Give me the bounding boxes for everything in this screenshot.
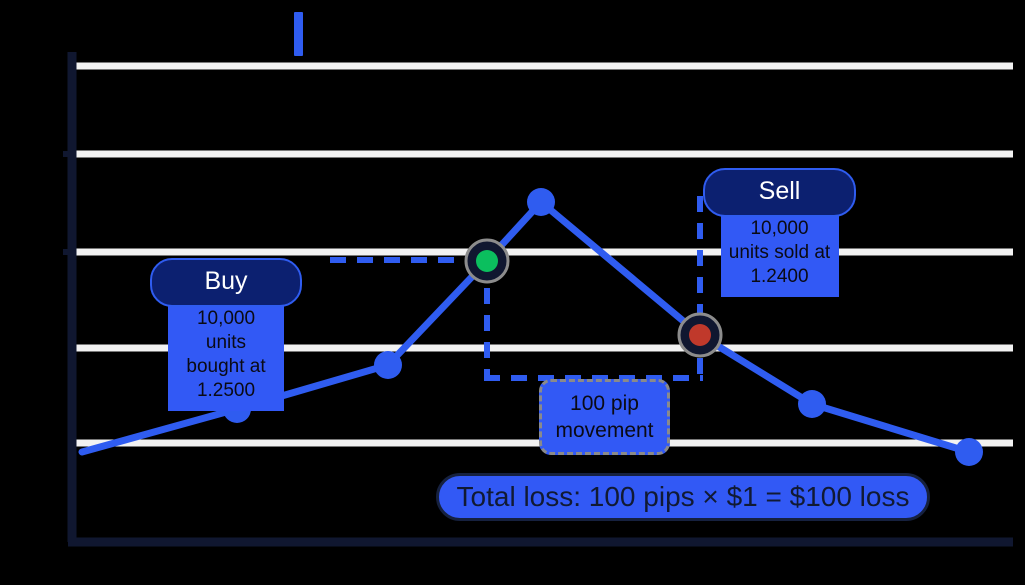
y-axis-ticks [63,151,72,255]
axes [63,52,1013,547]
sell-callout-title: Sell [703,168,856,217]
buy-callout-title: Buy [150,258,302,307]
data-point-3 [798,390,826,418]
sell-marker[interactable] [677,312,723,358]
pip-movement-line-2: movement [555,419,654,442]
sell-callout-line-1: 10,000 [750,218,809,239]
sell-callout-line-3: 1.2400 [750,266,809,287]
pip-movement-line-1: 100 pip [570,392,639,415]
total-loss-banner[interactable]: Total loss: 100 pips × $1 = $100 loss [436,473,930,521]
sell-callout-line-2: units sold at [728,242,831,263]
sell-callout[interactable]: Sell 10,000 units sold at 1.2400 [703,168,856,297]
buy-callout-line-3: 1.2500 [196,380,256,401]
pip-measure-dashed-rect [484,196,703,381]
sell-marker-dot [689,324,711,346]
buy-callout-body: 10,000 units bought at 1.2500 [168,301,284,411]
text-caret [294,12,303,56]
buy-marker[interactable] [464,238,510,284]
pip-movement-text: 100 pip movement [555,390,653,444]
sell-callout-body: 10,000 units sold at 1.2400 [720,211,839,297]
buy-callout-line-1: 10,000 units [196,308,256,353]
data-point-4 [955,438,983,466]
pip-movement-box[interactable]: 100 pip movement [539,379,670,455]
buy-callout-line-2: bought at [186,356,266,377]
data-point-peak [527,188,555,216]
data-point-2 [374,351,402,379]
buy-marker-dot [476,250,498,272]
buy-callout[interactable]: Buy 10,000 units bought at 1.2500 [150,258,302,411]
